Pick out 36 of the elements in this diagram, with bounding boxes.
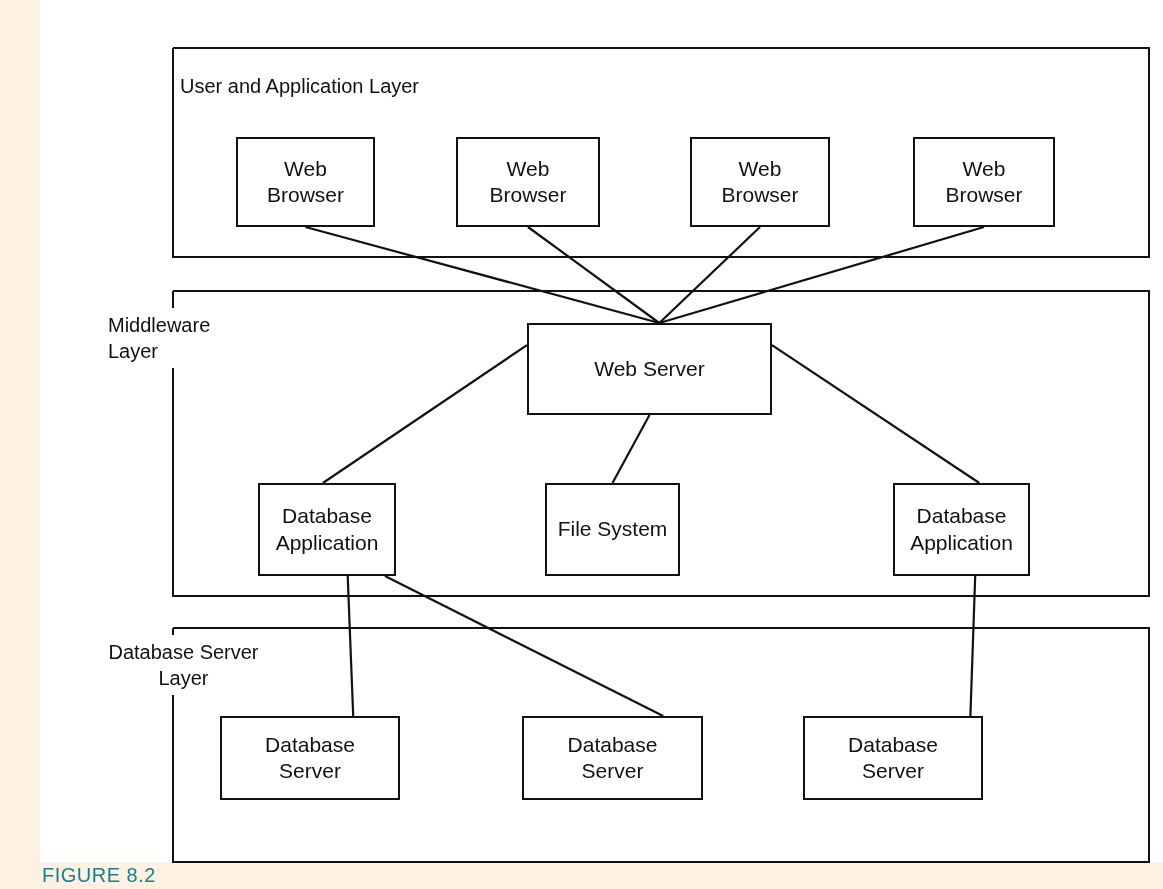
connector-line <box>346 575 355 717</box>
component-label: Web Browser <box>266 155 345 208</box>
component-label: Database Server <box>847 731 939 784</box>
component-box <box>522 716 703 800</box>
component-box <box>258 483 396 576</box>
layer-heading: Middleware Layer <box>108 313 212 364</box>
component-box <box>690 137 830 227</box>
figure-caption: FIGURE 8.2 <box>42 864 156 887</box>
connector-line <box>384 575 664 717</box>
connector-line <box>611 414 651 484</box>
component-box <box>803 716 983 800</box>
component-box <box>527 323 772 415</box>
component-box <box>220 716 400 800</box>
connector-line <box>322 344 528 484</box>
component-box <box>545 483 680 576</box>
connector-line <box>771 344 980 484</box>
component-box <box>456 137 600 227</box>
component-box <box>893 483 1030 576</box>
connector-line <box>969 575 977 717</box>
layer-heading: User and Application Layer <box>180 74 420 99</box>
component-label: Web Browser <box>488 155 568 208</box>
component-label: Web Browser <box>720 155 800 208</box>
component-label: Database Application <box>909 503 1014 556</box>
component-label: Web Server <box>594 355 705 382</box>
connector-line <box>658 226 761 324</box>
component-box <box>913 137 1055 227</box>
component-label: File System <box>557 516 668 543</box>
component-box <box>236 137 375 227</box>
layer-heading: Database Server Layer <box>107 640 260 691</box>
connector-line <box>305 225 660 325</box>
component-label: Web Browser <box>944 155 1024 208</box>
component-label: Database Server <box>264 731 356 784</box>
component-label: Database Application <box>274 503 380 556</box>
component-label: Database Server <box>566 731 659 784</box>
connector-line <box>527 226 660 324</box>
connector-line <box>659 225 985 325</box>
